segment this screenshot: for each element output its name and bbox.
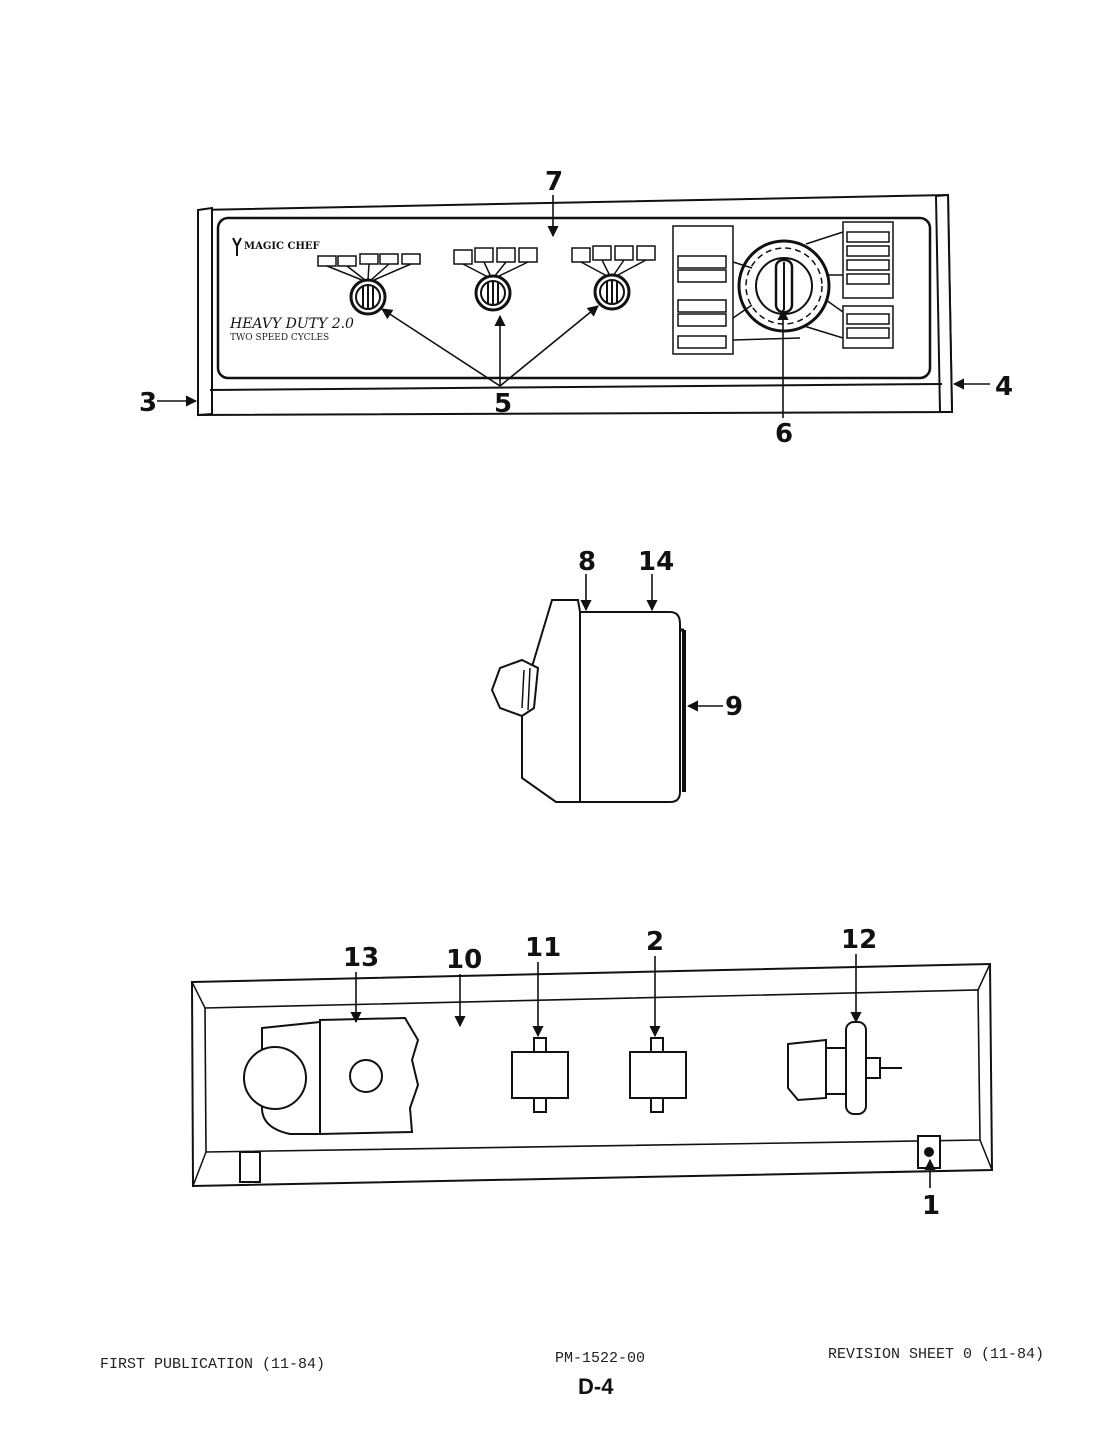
- end-cap-right: [934, 193, 954, 413]
- callout-5: 5: [494, 389, 512, 419]
- mount-bracket-left: [239, 1151, 261, 1183]
- trim-strip-top: [209, 383, 943, 391]
- leader-lines-panel: [157, 195, 990, 418]
- callout-12: 12: [841, 925, 877, 955]
- model-name-text: HEAVY DUTY 2.0: [229, 316, 354, 332]
- first-publication-note: FIRST PUBLICATION (11-84): [100, 1356, 326, 1373]
- selector-group-left: [317, 253, 421, 281]
- callout-7: 7: [545, 167, 563, 197]
- part-number-label: PM-1522-00: [555, 1350, 646, 1367]
- cycle-indicator-boxes: [732, 221, 894, 349]
- callout-14: 14: [638, 547, 674, 577]
- timer-knob[interactable]: [737, 239, 831, 333]
- callout-9: 9: [725, 692, 743, 722]
- leader-5a: [381, 308, 501, 387]
- console-back-assembly: [190, 962, 994, 1188]
- brand-emblem-icon: [232, 237, 242, 256]
- control-panel-assembly: [197, 193, 954, 417]
- console-frame: [197, 193, 954, 417]
- timer-shaft-knob[interactable]: [490, 658, 540, 718]
- timer-side-view: [490, 599, 686, 803]
- model-subtitle-text: TWO SPEED CYCLES: [230, 333, 329, 343]
- callout-8: 8: [578, 547, 596, 577]
- leader-lines-back: [350, 954, 936, 1188]
- part-2-switch: [629, 1037, 687, 1113]
- graphic-panel: [216, 216, 932, 380]
- selector-knob-left[interactable]: [349, 278, 387, 316]
- selector-knob-right[interactable]: [593, 273, 631, 311]
- timer-housing: [579, 611, 681, 803]
- selector-group-right: [571, 245, 656, 277]
- revision-sheet-note: REVISION SHEET 0 (11-84): [828, 1346, 1045, 1363]
- callout-10: 10: [446, 945, 482, 975]
- selector-knob-middle[interactable]: [474, 274, 512, 312]
- callout-3: 3: [139, 388, 157, 418]
- callout-11: 11: [525, 933, 561, 963]
- part-13-assembly: [243, 1016, 420, 1136]
- brand-logo-text: MAGIC CHEF: [244, 241, 320, 252]
- selector-group-middle: [453, 247, 538, 278]
- leader-5c: [499, 305, 599, 387]
- callout-1: 1: [922, 1191, 940, 1221]
- callout-4: 4: [995, 372, 1013, 402]
- callout-6: 6: [775, 419, 793, 449]
- callout-2: 2: [646, 927, 664, 957]
- part-11-switch: [511, 1037, 569, 1113]
- callout-13: 13: [343, 943, 379, 973]
- cycle-label-column: [672, 225, 753, 355]
- leader-lines-timer: [580, 574, 723, 712]
- end-cap-left: [197, 206, 213, 417]
- page-identifier: D-4: [578, 1374, 614, 1399]
